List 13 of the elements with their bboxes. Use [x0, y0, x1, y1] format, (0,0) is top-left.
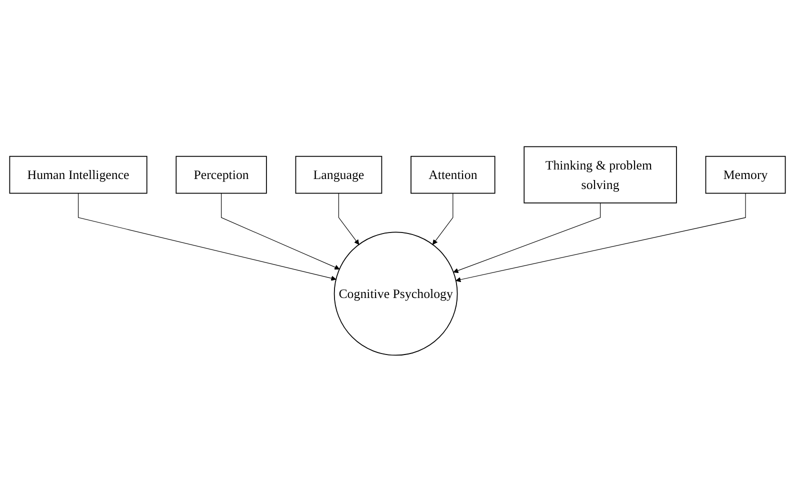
- node-box: Thinking & problem solving: [524, 146, 677, 204]
- node-box: Language: [295, 156, 382, 194]
- arrow: [221, 193, 340, 270]
- node-box: Human Intelligence: [9, 156, 148, 194]
- arrow: [456, 193, 746, 282]
- arrow: [432, 193, 454, 245]
- node-box: Attention: [410, 156, 496, 194]
- arrow: [338, 193, 360, 245]
- node-box: Memory: [705, 156, 786, 194]
- node-box: Perception: [176, 156, 267, 194]
- node-circle: Cognitive Psychology: [334, 232, 458, 356]
- arrow: [453, 202, 601, 274]
- arrow: [78, 193, 336, 281]
